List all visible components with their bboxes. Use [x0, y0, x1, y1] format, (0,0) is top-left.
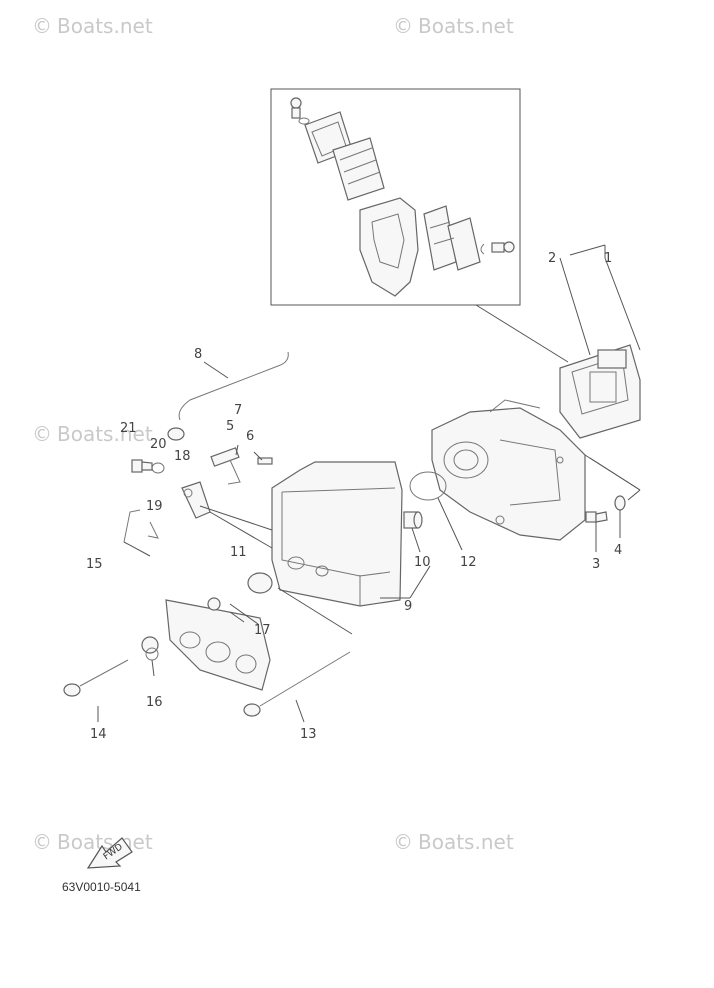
part-3-4-screw-washer	[585, 457, 641, 552]
callout-10: 10	[414, 555, 431, 570]
reed-valve-assembly	[559, 344, 641, 439]
callout-12: 12	[460, 555, 477, 570]
callout-2: 2	[548, 251, 556, 266]
part-10-collar	[403, 511, 423, 553]
callout-4: 4	[614, 543, 622, 558]
cap	[247, 572, 273, 594]
callout-14: 14	[90, 727, 107, 742]
watermark: ©Boats.net	[32, 422, 153, 446]
watermark: ©Boats.net	[393, 830, 514, 854]
diagram-code: 63V0010-5041	[62, 880, 141, 894]
bolt-14	[63, 659, 129, 722]
fwd-arrow-icon: FWD	[86, 837, 133, 869]
callout-labels: 1 2 3 4 5 6 7 8 9 10 11 12 13 14 15 16 1…	[86, 251, 622, 742]
callout-6: 6	[246, 429, 254, 444]
callout-8: 8	[194, 347, 202, 362]
inset-reed-valve-detail	[270, 88, 569, 363]
choke-lever-parts	[167, 427, 273, 485]
callout-15: 15	[86, 557, 103, 572]
watermark: ©Boats.net	[393, 14, 514, 38]
callout-1: 1	[604, 251, 612, 266]
callout-20: 20	[150, 437, 167, 452]
callout-16: 16	[146, 695, 163, 710]
o-ring	[409, 471, 447, 501]
callout-9: 9	[404, 599, 412, 614]
silencer-cover	[141, 597, 271, 691]
bolt-13	[243, 651, 351, 723]
callout-3: 3	[592, 557, 600, 572]
callout-5: 5	[226, 419, 234, 434]
callout-18: 18	[174, 449, 191, 464]
carburetor-body	[431, 399, 641, 541]
callout-21: 21	[120, 421, 137, 436]
silencer-box	[271, 461, 403, 607]
callout-13: 13	[300, 727, 317, 742]
bracket-screw-parts	[123, 459, 273, 549]
callout-7: 7	[234, 403, 242, 418]
callout-17: 17	[254, 623, 271, 638]
hose	[178, 351, 289, 421]
watermark: ©Boats.net	[32, 14, 153, 38]
callout-19: 19	[146, 499, 163, 514]
callout-11: 11	[230, 545, 247, 560]
